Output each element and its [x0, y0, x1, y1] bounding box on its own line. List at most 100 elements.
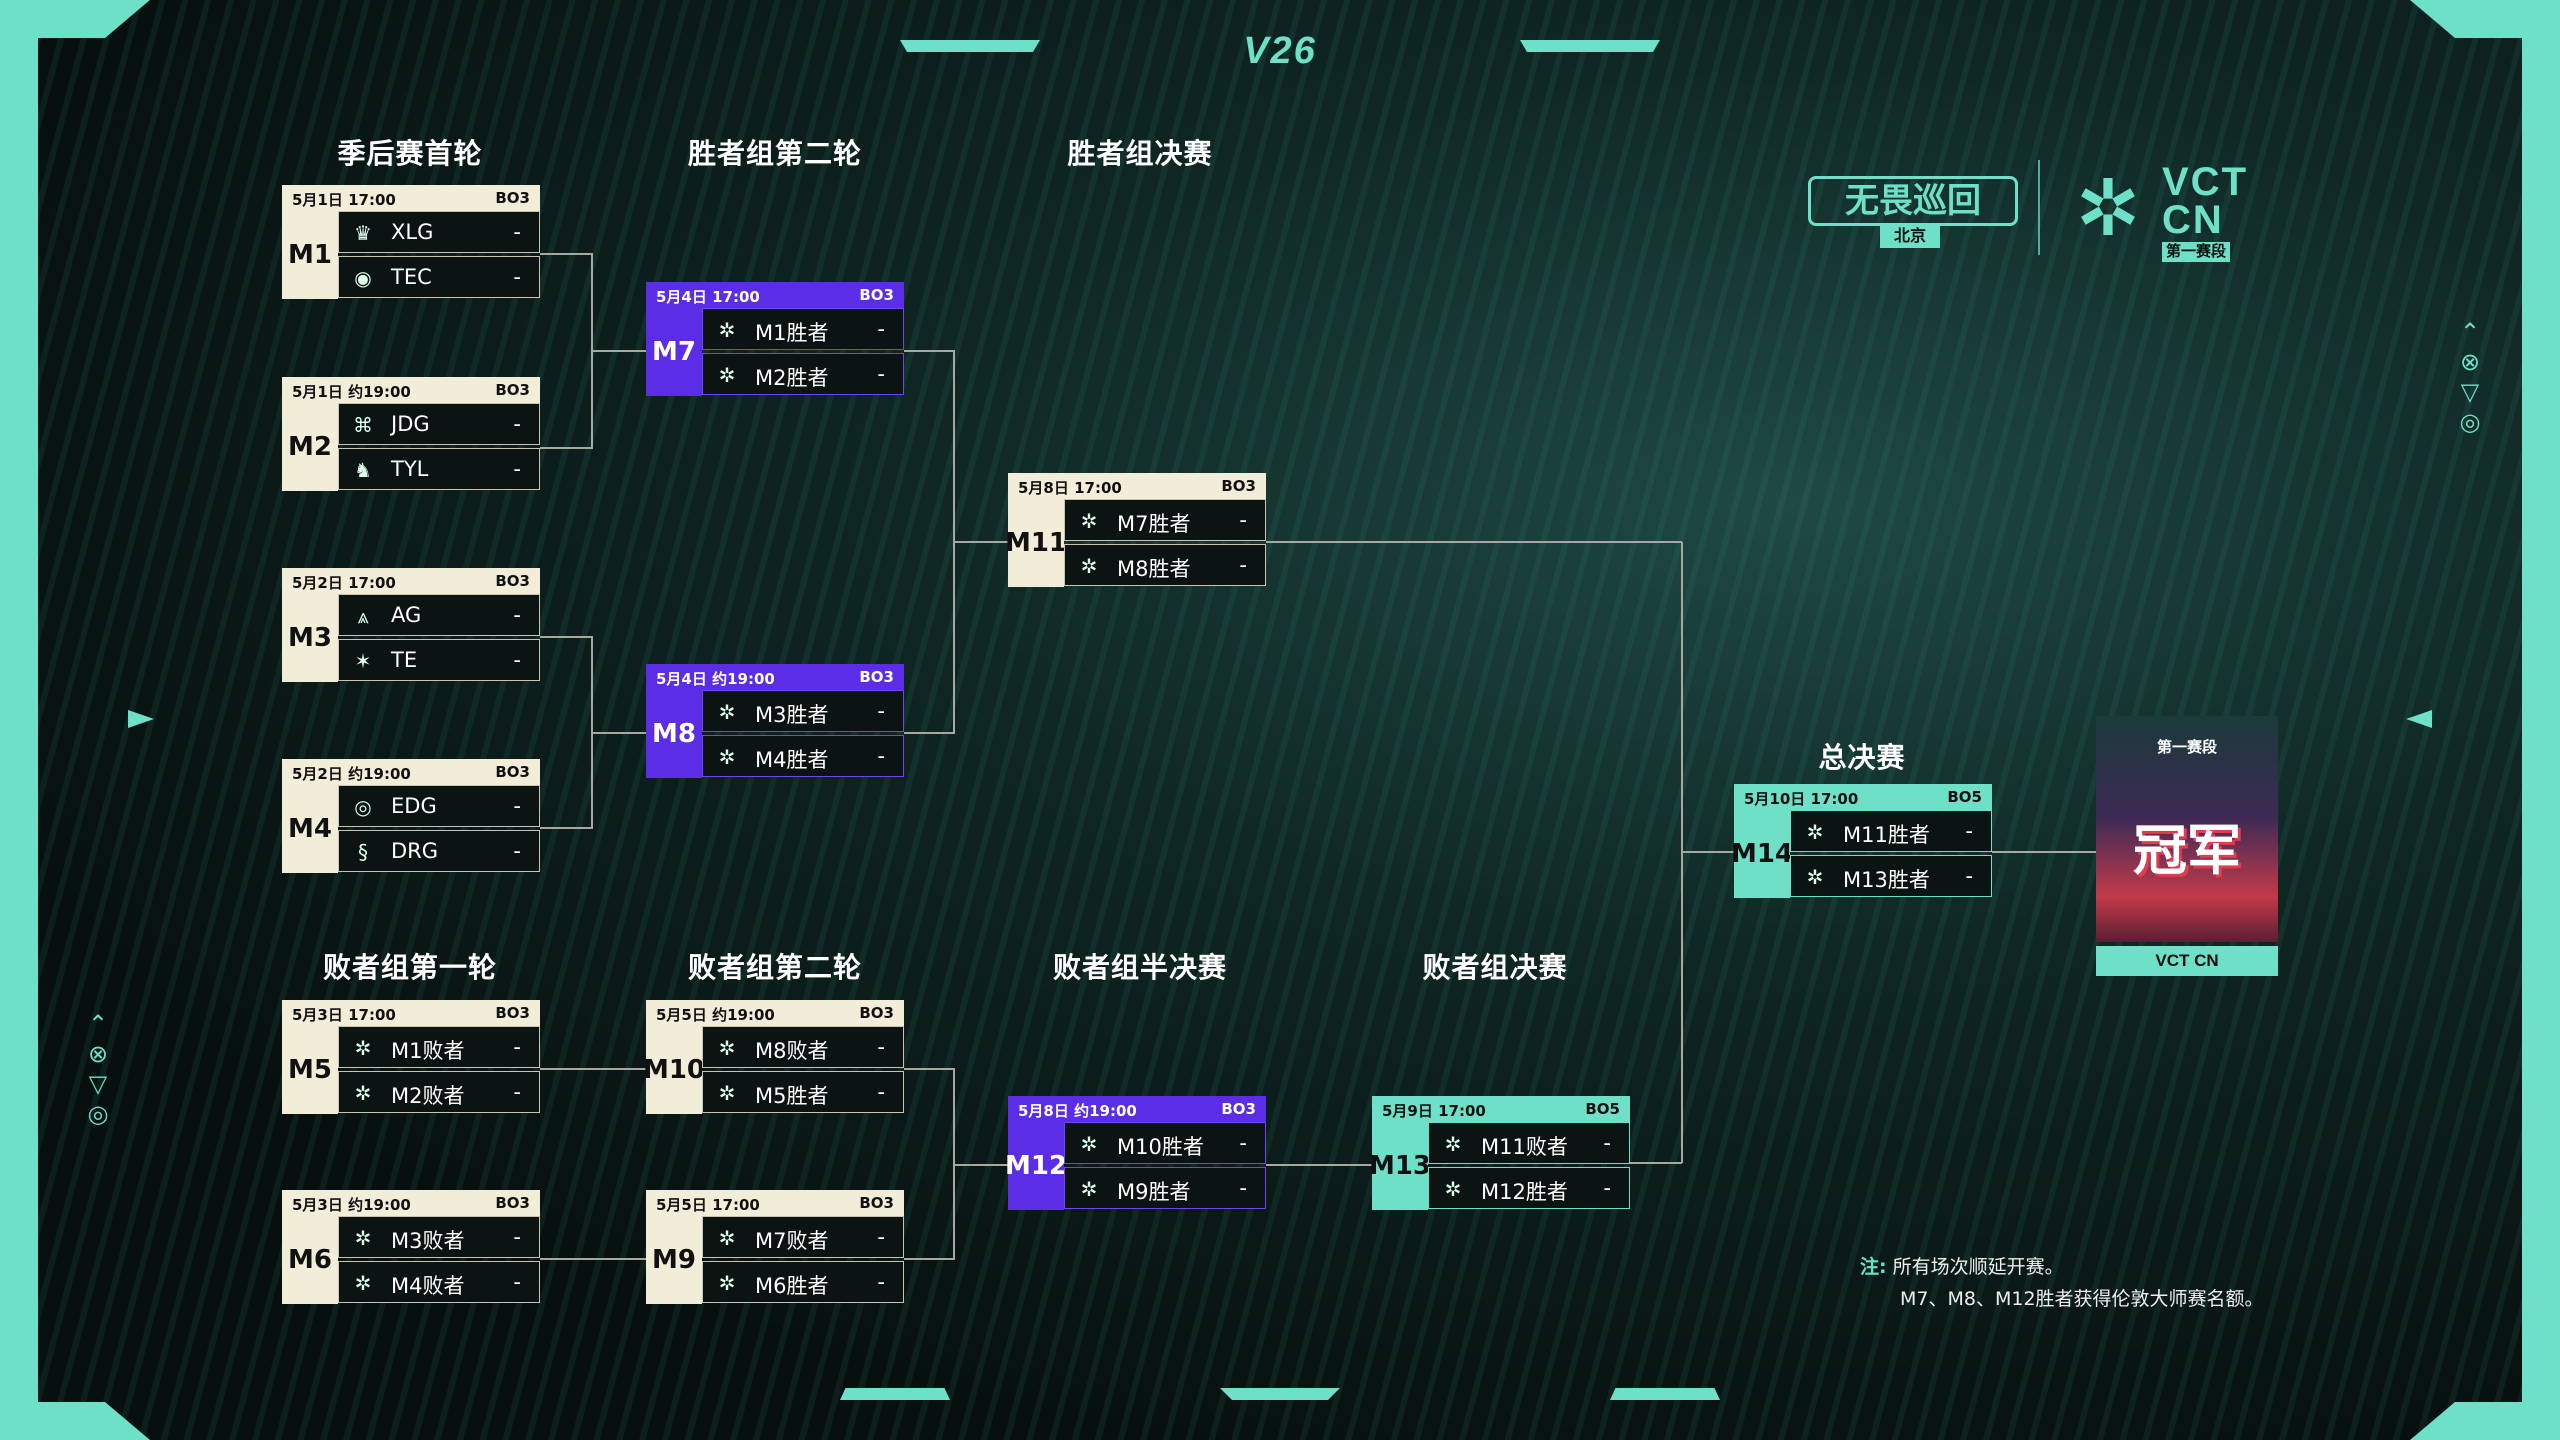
- team-row[interactable]: ◎EDG-: [338, 785, 540, 827]
- team-row[interactable]: ✲M4败者-: [338, 1261, 540, 1303]
- round-title-upper-r2: 胜者组第二轮: [687, 137, 862, 170]
- event-logo-city: 北京: [1880, 226, 1940, 248]
- team-row[interactable]: ✲M1胜者-: [702, 308, 904, 350]
- vct-star-icon: ✲: [354, 1271, 372, 1295]
- match-id: M13: [1369, 1122, 1431, 1210]
- team-row[interactable]: ✲M9胜者-: [1064, 1167, 1266, 1209]
- team-row[interactable]: ✲M10胜者-: [1064, 1122, 1266, 1164]
- team-row[interactable]: ◉TEC-: [338, 256, 540, 298]
- team-row[interactable]: ⩓AG-: [338, 594, 540, 636]
- match-date: 5月10日 17:00: [1744, 790, 1859, 808]
- round-title-lower-final: 败者组决赛: [1422, 951, 1568, 984]
- team-name: M5胜者: [755, 1084, 829, 1108]
- team-row[interactable]: ✲M2胜者-: [702, 353, 904, 395]
- team-score: -: [877, 699, 885, 723]
- team-row[interactable]: ♞TYL-: [338, 448, 540, 490]
- team-score: -: [877, 744, 885, 768]
- vct-brand-top: VCT: [2162, 160, 2248, 204]
- team-row[interactable]: ✲M5胜者-: [702, 1071, 904, 1113]
- champion-title: 冠军: [2133, 819, 2241, 882]
- match-format: BO3: [1221, 477, 1256, 495]
- team-row[interactable]: ✲M7胜者-: [1064, 499, 1266, 541]
- round-title-upper-final: 胜者组决赛: [1067, 137, 1213, 170]
- team-row[interactable]: ✲M8败者-: [702, 1026, 904, 1068]
- match-format: BO3: [859, 1194, 894, 1212]
- team-name: TE: [391, 648, 418, 672]
- team-name: M2败者: [391, 1084, 465, 1108]
- round-title-lower-semi: 败者组半决赛: [1052, 951, 1227, 984]
- match-id: M2: [282, 403, 338, 491]
- team-row[interactable]: ✲M11胜者-: [1790, 810, 1992, 852]
- team-row[interactable]: ⌘JDG-: [338, 403, 540, 445]
- team-name: M4败者: [391, 1274, 465, 1298]
- team-row[interactable]: ✲M3败者-: [338, 1216, 540, 1258]
- match-id: M3: [282, 594, 338, 682]
- match-format: BO3: [495, 763, 530, 781]
- match-header: 5月8日 17:00 BO3: [1008, 473, 1266, 499]
- vct-star-icon: ✲: [1080, 554, 1098, 578]
- bottom-stripe-left: [840, 1388, 950, 1400]
- match-id: M7: [646, 308, 702, 396]
- team-score: -: [513, 839, 521, 863]
- team-row[interactable]: ♛XLG-: [338, 211, 540, 253]
- vct-star-icon: ✲: [1080, 509, 1098, 533]
- team-row[interactable]: ✲M6胜者-: [702, 1261, 904, 1303]
- team-name: M11败者: [1481, 1135, 1568, 1159]
- team-row[interactable]: ✲M4胜者-: [702, 735, 904, 777]
- match-format: BO3: [495, 381, 530, 399]
- team-row[interactable]: ✲M8胜者-: [1064, 544, 1266, 586]
- match-date: 5月8日 17:00: [1018, 479, 1122, 497]
- match-date: 5月3日 约19:00: [292, 1196, 411, 1214]
- team-row[interactable]: ✲M2败者-: [338, 1071, 540, 1113]
- vct-star-icon: ✲: [354, 1081, 372, 1105]
- vct-star-icon: ✲: [2075, 164, 2141, 252]
- v26-logo: V26: [1243, 30, 1317, 72]
- team-score: -: [513, 648, 521, 672]
- team-name: M1胜者: [755, 321, 829, 345]
- team-name: TEC: [391, 265, 432, 289]
- match-date: 5月5日 17:00: [656, 1196, 760, 1214]
- edg-logo-icon: ◎: [354, 795, 372, 819]
- vct-star-icon: ✲: [718, 1081, 736, 1105]
- team-row[interactable]: ✲M13胜者-: [1790, 855, 1992, 897]
- team-row[interactable]: ✲M7败者-: [702, 1216, 904, 1258]
- team-row[interactable]: ✲M12胜者-: [1428, 1167, 1630, 1209]
- vct-star-icon: ✲: [354, 1036, 372, 1060]
- vct-star-icon: ✲: [1080, 1132, 1098, 1156]
- vct-star-icon: ✲: [718, 318, 736, 342]
- vct-star-icon: ✲: [1444, 1177, 1462, 1201]
- team-row[interactable]: ✲M11败者-: [1428, 1122, 1630, 1164]
- team-row[interactable]: ✲M1败者-: [338, 1026, 540, 1068]
- match-date: 5月9日 17:00: [1382, 1102, 1486, 1120]
- team-name: M4胜者: [755, 748, 829, 772]
- match-id: M12: [1005, 1122, 1067, 1210]
- team-row[interactable]: §DRG-: [338, 830, 540, 872]
- team-row[interactable]: ✶TE-: [338, 639, 540, 681]
- match-date: 5月3日 17:00: [292, 1006, 396, 1024]
- frame-left-bar: [0, 0, 38, 1440]
- match-id: M4: [282, 785, 338, 873]
- team-row[interactable]: ✲M3胜者-: [702, 690, 904, 732]
- match-id: M5: [282, 1026, 338, 1114]
- team-name: M7败者: [755, 1229, 829, 1253]
- match-id: M10: [643, 1026, 705, 1114]
